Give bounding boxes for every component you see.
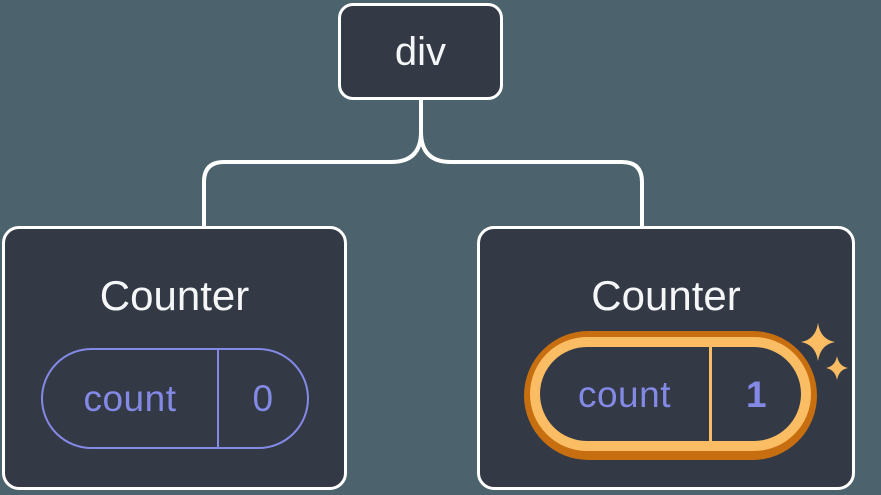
connector-right-branch <box>419 131 644 229</box>
root-node-label: div <box>394 29 447 74</box>
state-pill-highlight-ring: count 1 <box>524 331 817 460</box>
state-pill: count 0 <box>41 348 309 449</box>
sparkle-small <box>826 356 848 380</box>
state-value-cell: 1 <box>712 347 801 441</box>
state-key-label: count <box>577 373 671 415</box>
counter-node-left: Counter count 0 <box>2 226 347 490</box>
state-pill-highlight-ring-inner: count 1 <box>530 337 811 451</box>
component-title: Counter <box>99 272 250 319</box>
state-key-cell: count <box>540 347 712 441</box>
sparkle-large <box>801 323 835 361</box>
sparkles-icon <box>801 323 848 380</box>
state-value: 0 <box>252 378 274 419</box>
state-key-cell: count <box>43 350 219 447</box>
counter-node-right: Counter count 1 <box>477 226 855 490</box>
state-key-label: count <box>83 378 177 419</box>
component-title: Counter <box>591 272 741 319</box>
connector-left-branch <box>202 131 423 229</box>
state-value-cell: 0 <box>219 350 307 447</box>
state-pill-highlighted: count 1 <box>540 347 801 441</box>
state-value: 1 <box>745 373 768 415</box>
root-node: div <box>338 3 503 100</box>
